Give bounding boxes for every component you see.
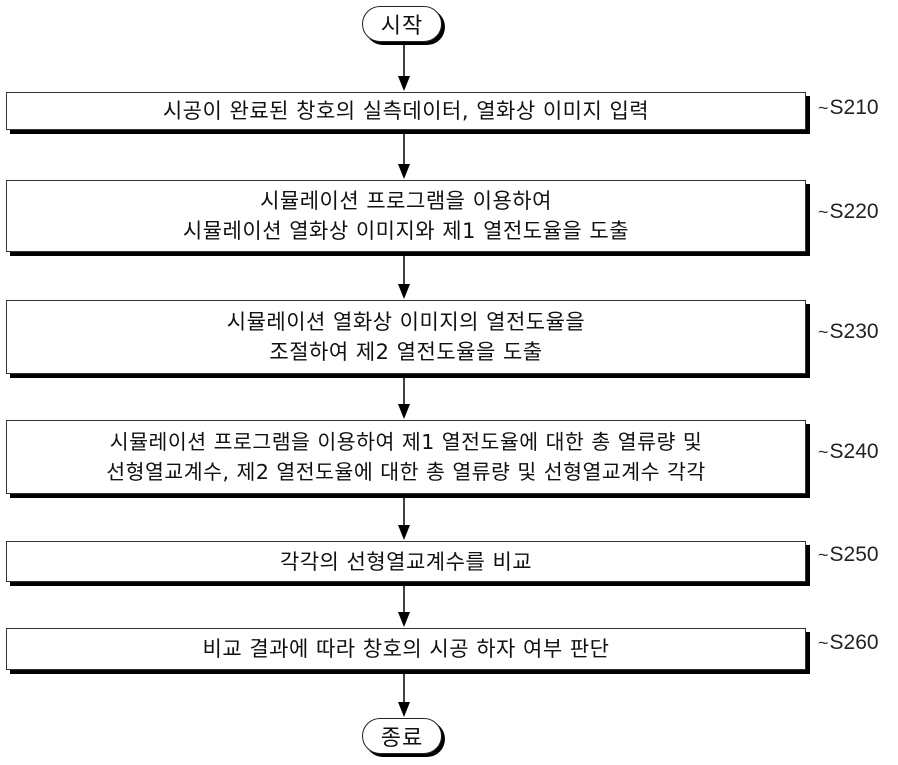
arrow-start-to-s210 xyxy=(398,44,410,91)
arrow-s210-to-s220 xyxy=(398,132,410,179)
step-box-s260: 비교 결과에 따라 창호의 시공 하자 여부 판단 xyxy=(6,628,806,670)
step-s230-line-1: 시뮬레이션 열화상 이미지의 열전도율을 xyxy=(226,310,586,334)
step-s220-line-1: 시뮬레이션 프로그램을 이용하여 xyxy=(260,189,552,213)
leader-tilde: ~ xyxy=(818,321,829,342)
start-terminal: 시작 xyxy=(362,6,442,42)
step-s210-text: 시공이 완료된 창호의 실측데이터, 열화상 이미지 입력 xyxy=(162,99,650,123)
leader-tilde: ~ xyxy=(818,97,829,118)
step-s240-line-1: 시뮬레이션 프로그램을 이용하여 제1 열전도율에 대한 총 열류량 및 xyxy=(109,430,703,454)
step-s230-line-2: 조절하여 제2 열전도율을 도출 xyxy=(269,340,543,364)
step-id: S220 xyxy=(829,200,879,223)
end-terminal: 종료 xyxy=(362,718,442,754)
step-label-s250: ~ S250 xyxy=(818,543,879,567)
step-box-s250: 각각의 선형열교계수를 비교 xyxy=(6,541,806,582)
step-label-s210: ~ S210 xyxy=(818,96,879,120)
step-box-s220: 시뮬레이션 프로그램을 이용하여 시뮬레이션 열화상 이미지와 제1 열전도율을… xyxy=(6,180,806,252)
step-id: S260 xyxy=(829,631,879,654)
end-label: 종료 xyxy=(380,726,424,751)
step-s220-line-2: 시뮬레이션 열화상 이미지와 제1 열전도율을 도출 xyxy=(182,219,630,243)
step-id: S230 xyxy=(829,320,879,343)
arrow-s230-to-s240 xyxy=(398,376,410,419)
arrow-s260-to-end xyxy=(398,672,410,717)
step-s240-line-2: 선형열교계수, 제2 열전도율에 대한 총 열류량 및 선형열교계수 각각 xyxy=(106,460,706,484)
step-id: S250 xyxy=(829,543,879,566)
step-label-s240: ~ S240 xyxy=(818,440,879,464)
step-box-s230: 시뮬레이션 열화상 이미지의 열전도율을 조절하여 제2 열전도율을 도출 xyxy=(6,300,806,374)
start-label: 시작 xyxy=(380,14,424,39)
step-s250-text: 각각의 선형열교계수를 비교 xyxy=(279,549,533,574)
arrow-s220-to-s230 xyxy=(398,254,410,299)
arrow-s250-to-s260 xyxy=(398,584,410,627)
leader-tilde: ~ xyxy=(818,441,829,462)
arrow-s240-to-s250 xyxy=(398,496,410,540)
leader-tilde: ~ xyxy=(818,632,829,653)
step-box-s240: 시뮬레이션 프로그램을 이용하여 제1 열전도율에 대한 총 열류량 및 선형열… xyxy=(6,420,806,494)
step-s260-text: 비교 결과에 따라 창호의 시공 하자 여부 판단 xyxy=(202,637,610,661)
step-label-s220: ~ S220 xyxy=(818,200,879,224)
step-id: S240 xyxy=(829,440,879,463)
step-box-s210: 시공이 완료된 창호의 실측데이터, 열화상 이미지 입력 xyxy=(6,92,806,130)
leader-tilde: ~ xyxy=(818,544,829,565)
step-label-s260: ~ S260 xyxy=(818,631,879,655)
leader-tilde: ~ xyxy=(818,201,829,222)
step-id: S210 xyxy=(829,96,879,119)
step-label-s230: ~ S230 xyxy=(818,320,879,344)
